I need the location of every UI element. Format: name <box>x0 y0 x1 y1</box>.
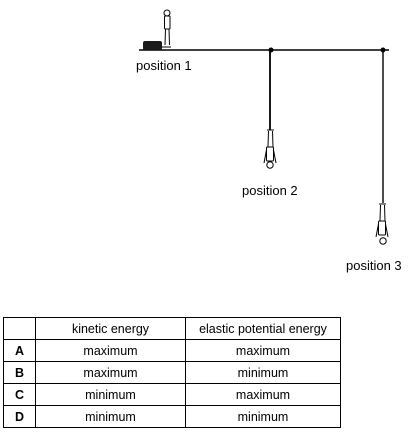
option-letter: B <box>3 361 36 384</box>
table-row: D minimum minimum <box>3 405 341 428</box>
table-row: C minimum maximum <box>3 383 341 406</box>
table-row: B maximum minimum <box>3 361 341 384</box>
elastic-cell: maximum <box>185 339 341 362</box>
position-3-label: position 3 <box>346 258 402 273</box>
position-1-label: position 1 <box>136 58 192 73</box>
option-letter: C <box>3 383 36 406</box>
kinetic-cell: minimum <box>35 405 186 428</box>
table-header-row: kinetic energy elastic potential energy <box>3 317 341 340</box>
kinetic-cell: maximum <box>35 339 186 362</box>
coiled-rope <box>143 41 162 50</box>
table-row: A maximum maximum <box>3 339 341 362</box>
kinetic-cell: maximum <box>35 361 186 384</box>
header-blank-cell <box>3 317 36 340</box>
jumper-inverted-figure-3 <box>375 203 389 245</box>
jumper-inverted-figure-2 <box>263 129 277 169</box>
option-letter: A <box>3 339 36 362</box>
header-kinetic-energy: kinetic energy <box>35 317 186 340</box>
elastic-cell: minimum <box>185 405 341 428</box>
position-2-label: position 2 <box>242 183 298 198</box>
option-letter: D <box>3 405 36 428</box>
bungee-diagram <box>139 9 389 245</box>
header-elastic-potential-energy: elastic potential energy <box>185 317 341 340</box>
elastic-cell: minimum <box>185 361 341 384</box>
kinetic-cell: minimum <box>35 383 186 406</box>
energy-options-table: kinetic energy elastic potential energy … <box>3 317 341 428</box>
elastic-cell: maximum <box>185 383 341 406</box>
jumper-standing-figure <box>162 9 171 48</box>
